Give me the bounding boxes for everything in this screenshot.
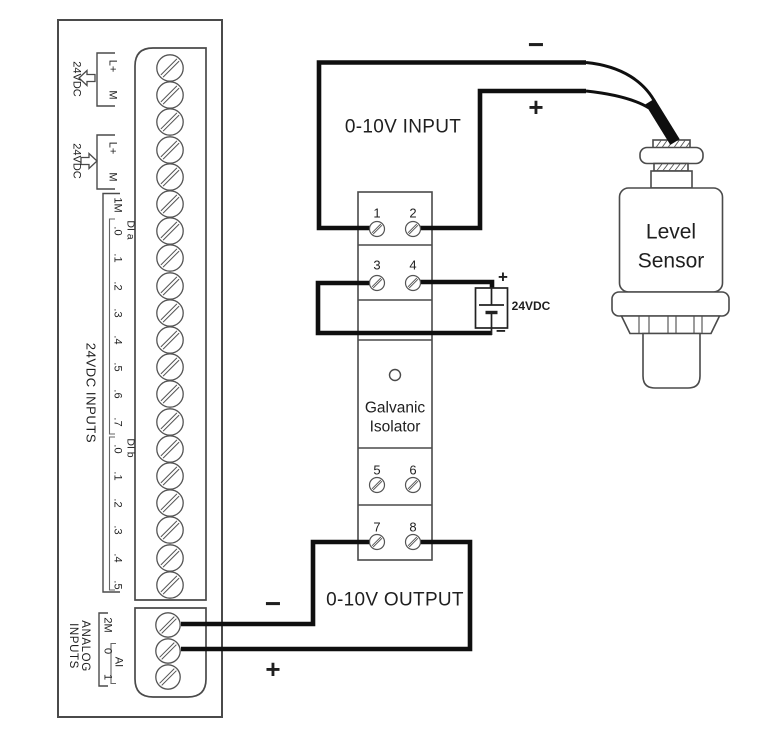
sensor-lead-plus [585,89,650,110]
di-a-ch0: .0 [111,226,124,236]
supply1-m: M [106,90,119,100]
di-common-1m: 1M [111,197,124,213]
isolator-terminal-4: 4 [409,257,417,273]
analog-ch1: 1 [101,673,114,681]
plc-module-outline [57,19,223,718]
battery-minus-sign: − [496,321,506,341]
supply1-lplus: L+ [106,59,119,73]
input-caption: 0-10V INPUT [344,116,462,138]
di-group-b-label: DI b [124,438,137,458]
isolator-terminal-2: 2 [409,205,417,221]
wire-output-plus [181,539,473,652]
isolator-name-line2: Isolator [369,418,421,436]
di-a-ch2: .2 [111,281,124,291]
battery-voltage-label: 24VDC [511,299,551,313]
sensor-body [611,139,730,389]
collar-ridges [638,316,703,333]
analog-section-line2: INPUTS [66,623,79,669]
output-caption: 0-10V OUTPUT [326,589,464,611]
battery-symbol [474,287,509,335]
isolator-terminal-7: 7 [373,519,381,535]
isolator-terminal-3: 3 [373,257,381,273]
di-b-ch5: .5 [111,580,124,590]
input-minus-sign: − [527,29,545,60]
isolator-name-line1: Galvanic [364,399,426,417]
left-block-arrow-icon [78,68,96,88]
di-a-ch4: .4 [111,335,124,345]
analog-group-ai: AI [112,656,125,668]
di-b-ch3: .3 [111,525,124,535]
wire-output-minus [181,539,377,627]
output-minus-sign: − [264,588,282,619]
output-plus-sign: + [265,654,281,684]
isolator-terminal-8: 8 [409,519,417,535]
battery-plus-sign: + [498,267,508,287]
wire-supply-minus [315,280,492,336]
isolator-body [357,191,433,561]
di-a-ch5: .5 [111,362,124,372]
analog-common-2m: 2M [101,617,114,633]
di-section-label: 24VDC INPUTS [83,342,99,444]
sub-brackets [108,218,116,685]
analog-ch0: 0 [101,647,114,655]
label-brackets [96,52,120,687]
sensor-name-line2: Sensor [637,249,705,273]
sensor-name-line1: Level [645,220,697,244]
analog-section-line1: ANALOG [78,620,91,672]
plc-terminal-screws [155,54,184,690]
sensor-lead-minus [585,61,658,105]
supply2-lplus: L+ [106,141,119,155]
input-plus-sign: + [528,92,544,122]
di-b-ch1: .1 [111,471,124,481]
di-a-ch3: .3 [111,308,124,318]
di-a-ch1: .1 [111,253,124,263]
di-b-ch2: .2 [111,498,124,508]
right-block-arrow-icon [80,151,98,171]
supply2-m: M [106,172,119,182]
wire-input-plus [413,88,586,231]
di-a-ch6: .6 [111,389,124,399]
supply2-label: 24VDC [70,143,83,179]
supply-arrow-icons [78,68,98,171]
di-a-ch7: .7 [111,417,124,427]
di-b-ch0: .0 [111,444,124,454]
wire-input-minus [316,60,586,231]
supply1-label: 24VDC [70,61,83,97]
isolator-terminal-6: 6 [409,462,417,478]
di-group-a-label: DI a [124,220,137,240]
di-b-ch4: .4 [111,553,124,563]
sensor-cable [645,98,680,145]
isolator-terminal-1: 1 [373,205,381,221]
isolator-led [388,368,402,382]
isolator-terminal-5: 5 [373,462,381,478]
wires [181,60,680,652]
